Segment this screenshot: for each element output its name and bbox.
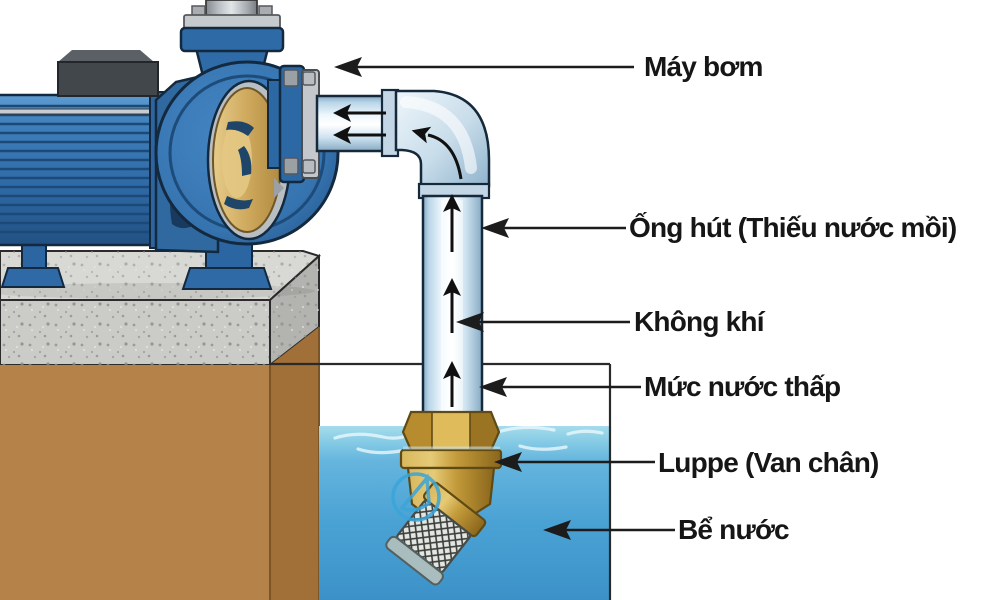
strainer-end-cap xyxy=(385,535,444,586)
up-arrow-icon xyxy=(443,194,461,212)
water-ripples xyxy=(333,425,604,455)
terminal-box xyxy=(57,50,159,97)
flange-bolt xyxy=(302,159,316,174)
leader-arrowhead-icon xyxy=(481,218,509,238)
label-leader-lines xyxy=(334,57,675,540)
label-may-bom: Máy bơm xyxy=(644,51,763,82)
discharge-flange xyxy=(179,26,285,53)
label-ong-hut: Ống hút (Thiếu nước mồi) xyxy=(629,212,957,243)
centrifugal-pump xyxy=(0,0,340,299)
left-arrow-icon xyxy=(411,126,432,144)
label-be-nuoc: Bể nước xyxy=(678,514,790,545)
flange-bolt xyxy=(283,157,299,175)
flow-arrows xyxy=(333,104,463,407)
flange-bolt xyxy=(283,69,299,87)
label-muc-nuoc-thap: Mức nước thấp xyxy=(644,371,841,402)
left-arrow-icon xyxy=(333,126,351,144)
valve-collar xyxy=(399,448,503,470)
suction-flange xyxy=(267,64,320,184)
up-arrow-icon xyxy=(443,361,461,379)
leader-arrowhead-icon xyxy=(543,520,571,540)
flange-bolt xyxy=(302,71,316,86)
leader-arrowhead-icon xyxy=(456,312,484,332)
watermark-logo-icon xyxy=(391,472,441,522)
horizontal-pipe xyxy=(315,94,391,153)
leader-arrowhead-icon xyxy=(494,452,522,472)
valve-hex-nut xyxy=(401,410,501,452)
suction-piping xyxy=(315,88,491,426)
up-arrow-icon xyxy=(443,278,461,296)
leader-arrowhead-icon xyxy=(479,377,507,397)
label-luppe: Luppe (Van chân) xyxy=(658,447,879,478)
ground-block xyxy=(0,327,320,600)
label-khong-khi: Không khí xyxy=(634,306,764,337)
left-arrow-icon xyxy=(333,104,351,122)
curved-flow-arrow xyxy=(427,133,463,180)
leader-arrowhead-icon xyxy=(334,57,362,77)
